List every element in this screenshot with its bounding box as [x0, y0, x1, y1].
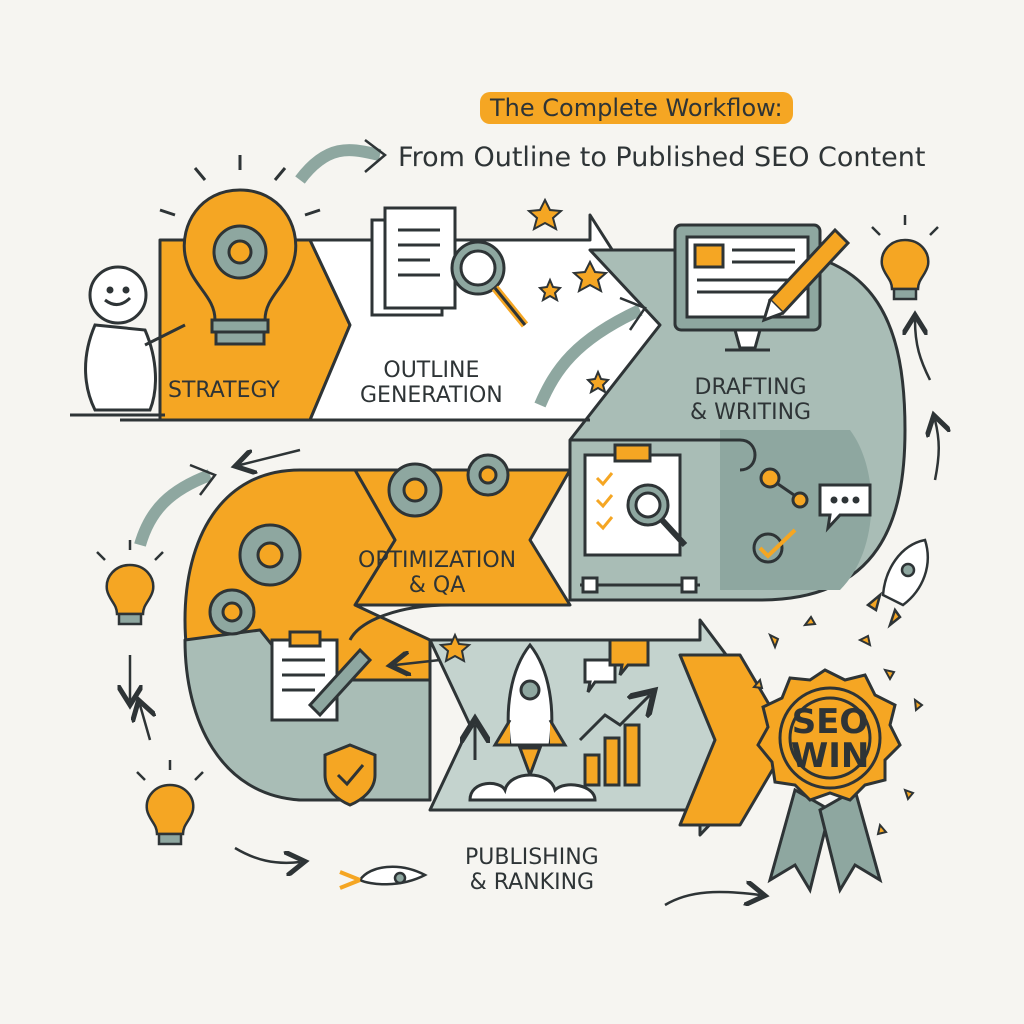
- stage-label-line: STRATEGY: [168, 378, 280, 403]
- clipboard-check-icon: [580, 443, 700, 594]
- stage-label-line: PUBLISHING: [465, 845, 599, 870]
- star-icon: [438, 197, 611, 663]
- gears-icon: [208, 453, 510, 636]
- checkmark-icon: [752, 528, 797, 564]
- badge-line: SEO: [791, 702, 869, 742]
- clipboard-pencil-icon: [270, 630, 373, 722]
- stage-label-line: GENERATION: [360, 383, 503, 409]
- decorative-arrows: [130, 139, 939, 905]
- speech-bubble-icon: [818, 483, 872, 533]
- network-nodes-icon: [759, 467, 809, 509]
- lightbulb-gears-icon: [159, 155, 321, 346]
- stage-label-optimization: OPTIMIZATION & QA: [358, 548, 516, 599]
- stage-label-line: DRAFTING: [694, 375, 807, 400]
- shield-check-icon: [323, 743, 377, 807]
- stage-label-strategy: STRATEGY: [168, 378, 280, 403]
- monitor-pencil-icon: [673, 223, 851, 352]
- documents-magnifier-icon: [370, 206, 529, 328]
- stage-label-line: & QA: [408, 573, 466, 599]
- seo-win-rosette-icon: [756, 668, 902, 894]
- stage-label-line: & RANKING: [469, 870, 595, 896]
- rocket-chart-icon: [470, 638, 650, 802]
- confetti-icon: [752, 615, 924, 836]
- seo-win-badge: SEO WIN: [790, 705, 870, 773]
- title-line-1: The Complete Workflow:: [480, 92, 793, 124]
- title-line-2: From Outline to Published SEO Content: [398, 142, 926, 173]
- stage-label-line: OPTIMIZATION: [358, 548, 517, 573]
- stage-label-outline: OUTLINE GENERATION: [360, 358, 503, 409]
- badge-line: WIN: [790, 736, 870, 776]
- character-icon: [70, 265, 186, 417]
- stage-label-line: & WRITING: [690, 400, 812, 426]
- stage-label-publishing: PUBLISHING & RANKING: [465, 845, 599, 896]
- stage-label-line: OUTLINE: [383, 358, 480, 383]
- stage-label-drafting: DRAFTING & WRITING: [690, 375, 811, 426]
- lightbulb-icon: [96, 215, 939, 846]
- rocket-icon: [339, 538, 930, 890]
